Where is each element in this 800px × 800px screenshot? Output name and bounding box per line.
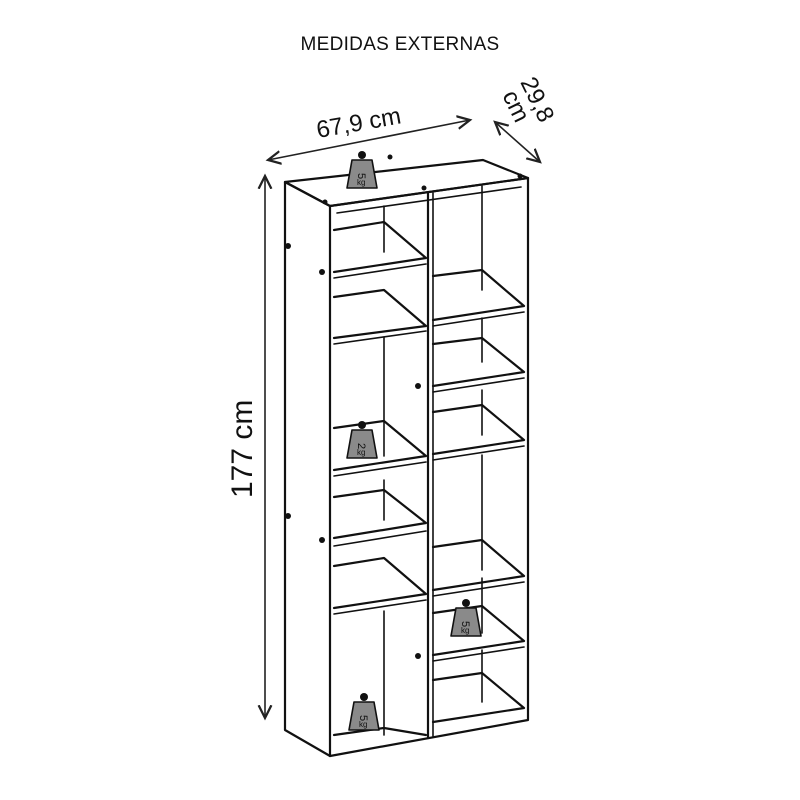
width-label: 67,9 cm [314,102,403,143]
left-side-panel [283,180,332,758]
weight-icon-bottom: 5 kg [348,693,380,731]
left-shelves [332,220,428,737]
weight-icon-right-lower: 5 kg [450,599,482,637]
depth-label-group: 29,8 cm [497,73,560,127]
weight-middle-value: 2 [355,443,367,449]
weight-bottom-unit: kg [359,720,367,729]
height-label: 177 cm [226,400,259,498]
screw-holes [285,154,523,659]
right-shelves [431,268,526,724]
page-title: MEDIDAS EXTERNAS [300,34,500,55]
bookshelf [283,154,530,758]
width-dimension-arrow [268,120,470,160]
weight-top-unit: kg [357,178,365,187]
weight-bottom-value: 5 [357,715,369,721]
depth-dimension-arrow [495,122,540,162]
weight-middle-unit: kg [357,448,365,457]
weight-right-value: 5 [459,621,471,627]
weight-top-value: 5 [355,173,367,179]
weight-right-unit: kg [461,626,469,635]
weight-icon-top: 5 kg [346,151,378,189]
weight-icon-middle: 2 kg [346,421,378,459]
